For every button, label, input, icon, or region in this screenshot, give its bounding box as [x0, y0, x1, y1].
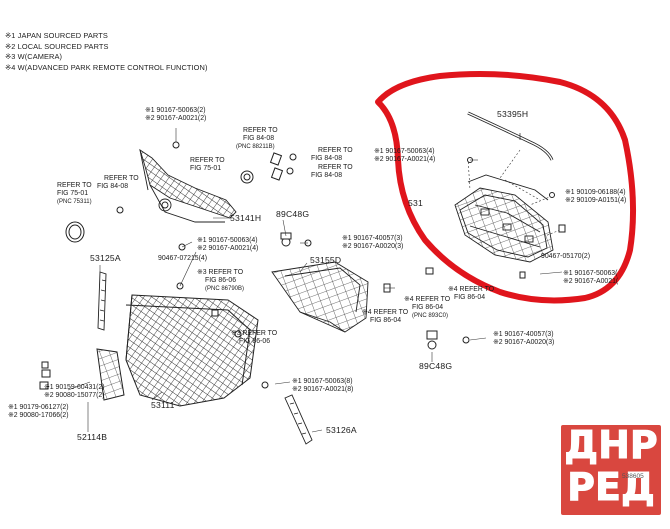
insert-53155D [271, 261, 369, 333]
refer-to-fig86-06-camera[interactable]: ※3 REFER TO FIG 86-06 (PNC 86790B) [197, 269, 244, 293]
part-label-531-partial: 531 [408, 198, 423, 208]
legend: ※1 JAPAN SOURCED PARTS ※2 LOCAL SOURCED … [5, 31, 208, 73]
callout-text: 90467-07215(4) [158, 255, 208, 262]
refer-to-fig84-08[interactable]: REFER TO FIG 84-08 [311, 164, 353, 180]
refer-line: FIG 84-08 [243, 135, 275, 142]
refer-pnc: (PNC 86790B) [205, 286, 245, 292]
legend-item: ※2 LOCAL SOURCED PARTS [5, 41, 109, 51]
callout-text: ※1 90159-60431(2) [44, 384, 105, 391]
refer-line: ※3 REFER TO [197, 269, 244, 276]
callout-text: ※2 90167-A0021(2) [145, 115, 207, 122]
callout-text: ※2 90167-A0020(3) [493, 339, 555, 346]
refer-line: FIG 84-08 [97, 183, 129, 190]
part-label-53125A: 53125A [90, 253, 121, 263]
refer-line: FIG 75-01 [57, 190, 89, 197]
bracket-53125A [97, 271, 107, 331]
bracket-53126A [284, 394, 313, 445]
callout-text: ※1 90109-06188(4) [565, 189, 626, 196]
refer-pnc: (PNC 88211B) [236, 144, 275, 150]
refer-line: FIG 84-08 [311, 172, 343, 179]
refer-to-fig86-04[interactable]: ※4 REFER TO FIG 86-04 [362, 309, 408, 325]
callout-text: ※2 90167-A0021(4) [197, 245, 259, 252]
clips-upper [467, 157, 566, 279]
catalog-number: 538605 [622, 473, 644, 480]
callout-text: ※1 90167-50063(8) [292, 378, 353, 385]
red-highlight-circle [375, 71, 637, 304]
callout-text: ※1 90167-40057(3) [493, 331, 554, 338]
refer-line: FIG 75-01 [190, 165, 222, 172]
refer-line: REFER TO [57, 182, 92, 189]
callout-text: ※2 90109-A0151(4) [565, 197, 627, 204]
callout-text: ※1 90167-50063(2) [145, 107, 206, 114]
part-label-89C48G-top: 89C48G [276, 209, 310, 219]
callout-text: ※2 90167-A0021(8) [292, 386, 354, 393]
part-label-89C48G-bottom: 89C48G [419, 361, 453, 371]
garnish-53141H [139, 148, 237, 223]
refer-pnc: (PNC 75311) [57, 199, 92, 205]
callout-text: ※1 90179-06127(2) [8, 404, 69, 411]
refer-line: REFER TO [318, 164, 353, 171]
part-label-53141H: 53141H [230, 213, 262, 223]
part-label-53126A: 53126A [326, 425, 357, 435]
part-label-52114B: 52114B [77, 432, 108, 442]
refer-line: ※4 REFER TO [404, 296, 451, 303]
emblem-75311 [65, 221, 85, 243]
refer-line: ※4 REFER TO [362, 309, 409, 316]
callout-text: ※2 90080-17066(2) [8, 412, 69, 419]
refer-to-fig86-06[interactable]: ※3 REFER TO FIG 86-06 [231, 330, 277, 346]
refer-line: ※4 REFER TO [448, 286, 495, 293]
refer-to-fig75-01[interactable]: REFER TO FIG 75-01 [190, 157, 225, 173]
molding-53395H [467, 111, 554, 161]
watermark-logo: ДНР РЕД [561, 423, 661, 515]
refer-line: FIG 86-04 [454, 294, 486, 301]
plate-bracket-52114B [39, 348, 125, 401]
refer-line: FIG 84-08 [311, 155, 343, 162]
part-label-53395H: 53395H [497, 109, 529, 119]
callout-text: ※1 90167-50063(4) [374, 148, 435, 155]
refer-pnc: (PNC 893C0) [412, 313, 449, 319]
refer-to-fig84-08[interactable]: REFER TO FIG 84-08 [311, 147, 353, 163]
refer-to-fig86-04-sensor[interactable]: ※4 REFER TO FIG 86-04 (PNC 893C0) [404, 296, 450, 320]
refer-line: FIG 86-06 [205, 277, 237, 284]
refer-to-fig86-04[interactable]: ※4 REFER TO FIG 86-04 [448, 286, 494, 302]
callout-text: ※2 90080-15077(2) [44, 392, 105, 399]
refer-to-fig75-01-emblem[interactable]: REFER TO FIG 75-01 (PNC 75311) [57, 182, 92, 206]
callout-text: 90467-05170(2) [541, 253, 591, 260]
refer-line: FIG 86-04 [370, 317, 402, 324]
watermark-line: ДНР [564, 423, 659, 468]
callout-text: ※1 90167-50063(4) [197, 237, 258, 244]
refer-line: FIG 86-06 [239, 338, 271, 345]
watermark-line: РЕД [567, 465, 656, 510]
refer-line: REFER TO [318, 147, 353, 154]
refer-line: FIG 86-04 [412, 304, 444, 311]
refer-to-fig84-08[interactable]: REFER TO FIG 84-08 [97, 175, 139, 191]
callout-text: ※2 90167-A0020(3) [342, 243, 404, 250]
legend-item: ※3 W(CAMERA) [5, 52, 63, 61]
part-label-53111: 53111 [151, 400, 175, 410]
camera-88211B [240, 152, 284, 184]
callout-text: ※1 90167-50063( [563, 270, 618, 277]
callout-text: ※1 90167-40057(3) [342, 235, 403, 242]
refer-line: ※3 REFER TO [231, 330, 278, 337]
refer-line: REFER TO [190, 157, 225, 164]
upper-grille-assembly [454, 174, 554, 263]
main-grille-53111 [125, 294, 259, 407]
leader-lines [67, 128, 563, 433]
legend-item: ※4 W(ADVANCED PARK REMOTE CONTROL FUNCTI… [5, 62, 208, 72]
callout-text: ※2 90167-A0021( [563, 278, 619, 285]
callout-text: ※2 90167-A0021(4) [374, 156, 436, 163]
leader-dashes-upper [467, 149, 561, 237]
sensor-89C48G-bottom [426, 330, 438, 350]
refer-line: REFER TO [243, 127, 278, 134]
refer-to-fig84-08-camera[interactable]: REFER TO FIG 84-08 (PNC 88211B) [236, 127, 278, 151]
legend-item: ※1 JAPAN SOURCED PARTS [5, 31, 108, 40]
part-label-53155D: 53155D [310, 255, 342, 265]
refer-line: REFER TO [104, 175, 139, 182]
